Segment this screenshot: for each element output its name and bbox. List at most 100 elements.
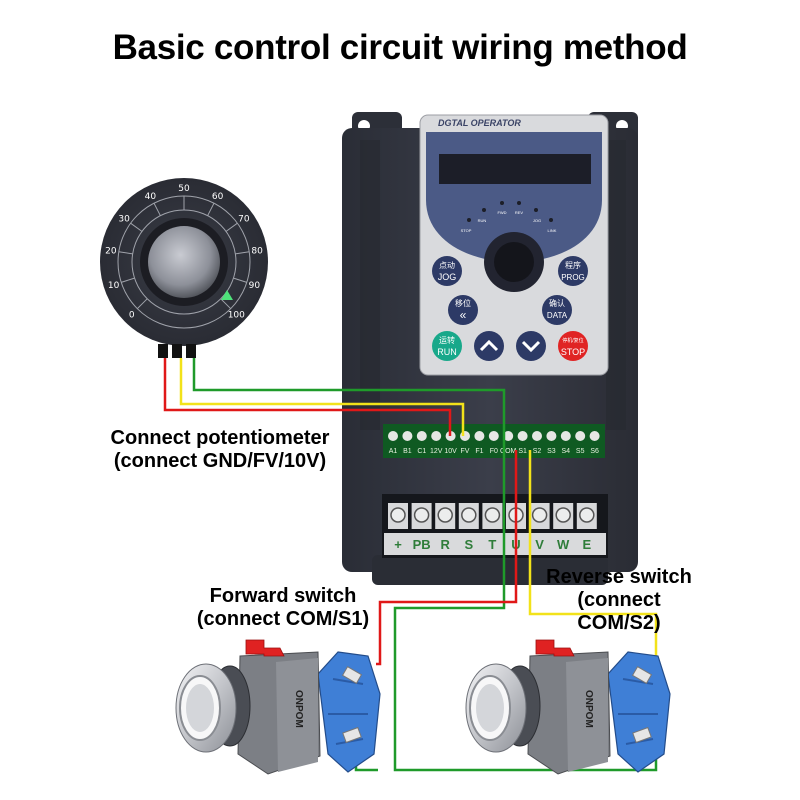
up-key[interactable] [474,331,504,361]
svg-text:点动: 点动 [439,260,455,270]
terminal-label-10v: 10V [444,448,457,455]
power-label-t: T [488,537,496,552]
body-bottom-lip [372,555,608,585]
shift-left-icon: « [460,308,467,322]
power-label-pb: PB [413,537,431,552]
terminal-label-b1: B1 [403,448,412,455]
contact-block [317,651,381,773]
terminal-screw-fv[interactable] [460,431,470,441]
screw-icon[interactable] [413,507,430,523]
terminal-screw-a1[interactable] [388,431,398,441]
body-rib-right [606,140,626,430]
reverse-switch-label-line1: Reverse switch [546,566,692,588]
power-label-w: W [557,537,570,552]
dial-tick [121,277,135,283]
terminal-label-s6: S6 [590,448,599,455]
forward-switch[interactable]: ONPOM [175,639,381,775]
terminal-screw-12v[interactable] [431,431,442,441]
dial-tick [130,222,143,232]
button-face [186,684,214,732]
red-latch [535,639,575,657]
terminal-screw-f0[interactable] [488,431,499,441]
dial-number-30: 30 [118,215,130,225]
led-display [439,154,591,184]
terminal-label-a1: A1 [389,448,398,455]
wire-pot-com [192,358,506,436]
jog-dial[interactable] [494,242,534,282]
shift-key[interactable]: 移位 « [448,295,478,325]
screw-icon[interactable] [531,507,548,523]
svg-text:PROG: PROG [561,273,585,282]
terminal-screw-com[interactable] [503,431,514,441]
power-label-e: E [582,537,591,552]
dial-number-60: 60 [212,192,224,202]
contact-screw-top [631,665,653,685]
prog-key[interactable]: 程序 PROG [558,256,588,286]
dial-tick [233,277,247,283]
keypad: 点动 JOG 程序 PROG 移位 « 确认 DATA 运转 RUN [432,256,588,361]
screw-icon[interactable] [390,507,406,523]
terminal-screw-c1[interactable] [416,431,427,441]
indicator-stop: STOP [461,228,472,233]
terminal-label-s2: S2 [533,448,542,455]
pot-pin-3 [186,344,196,358]
contact-screw-bottom [632,726,652,744]
indicator-rev: REV [515,210,524,215]
body-rib-left [360,140,380,430]
dial-number-100: 100 [228,310,245,320]
terminal-screw-s6[interactable] [589,431,600,441]
pot-pin-2 [172,344,182,358]
wire-s1-forward [376,450,518,666]
terminal-label-s3: S3 [547,448,556,455]
potentiometer-knob[interactable] [148,226,220,298]
indicator-link: LINK [548,228,557,233]
dial-number-20: 20 [105,246,117,256]
terminal-label-s5: S5 [576,448,585,455]
terminal-screw-s2[interactable] [532,431,542,441]
terminal-screw-s4[interactable] [560,431,571,441]
pointer-triangle-icon [221,290,233,300]
terminal-label-f1: F1 [475,448,483,455]
terminal-screw-b1[interactable] [402,431,413,441]
terminal-label-c1: C1 [417,448,426,455]
forward-switch-label: Forward switch (connect COM/S1) [190,585,376,631]
svg-text:确认: 确认 [549,298,565,308]
potentiometer-label: Connect potentiometer (connect GND/FV/10… [84,427,356,473]
dial-number-10: 10 [108,281,120,291]
svg-text:STOP: STOP [561,347,585,357]
terminal-screw-s3[interactable] [546,431,557,441]
brand-label: ONPOM [583,690,594,728]
contact-screw-bottom [342,726,362,744]
data-key[interactable]: 确认 DATA [542,295,572,325]
forward-switch-label-line1: Forward switch [209,585,357,607]
reverse-switch[interactable]: ONPOM [465,639,671,775]
svg-text:停机/复位: 停机/复位 [562,337,583,344]
screw-icon[interactable] [461,507,477,523]
dial-tick [136,298,148,310]
terminal-label-s1: S1 [518,448,527,455]
jog-key[interactable]: 点动 JOG [432,256,462,286]
indicator-run: RUN [478,218,487,223]
dial-number-80: 80 [251,246,263,256]
wire-com-switches [393,436,658,772]
down-key[interactable] [516,331,546,361]
button-face [476,684,504,732]
wires [163,358,658,772]
stop-key[interactable]: 停机/复位 STOP [558,331,588,361]
terminal-screw-f1[interactable] [474,431,485,441]
terminal-screw-s5[interactable] [575,431,586,441]
dial-tick [220,298,232,310]
switch-housing-face [276,658,318,772]
dial-tick [225,222,238,232]
terminal-label-f0: F0 [490,448,498,455]
terminal-screw-s1[interactable] [517,431,528,441]
run-key[interactable]: 运转 RUN [432,331,462,361]
screw-icon[interactable] [555,507,571,523]
screw-icon[interactable] [579,507,595,523]
screw-icon[interactable] [484,507,501,523]
dial-number-90: 90 [249,281,261,291]
inverter: DGTAL OPERATOR STOP RUN FWD REV JOG LINK [342,112,638,585]
screw-icon[interactable] [437,507,453,523]
